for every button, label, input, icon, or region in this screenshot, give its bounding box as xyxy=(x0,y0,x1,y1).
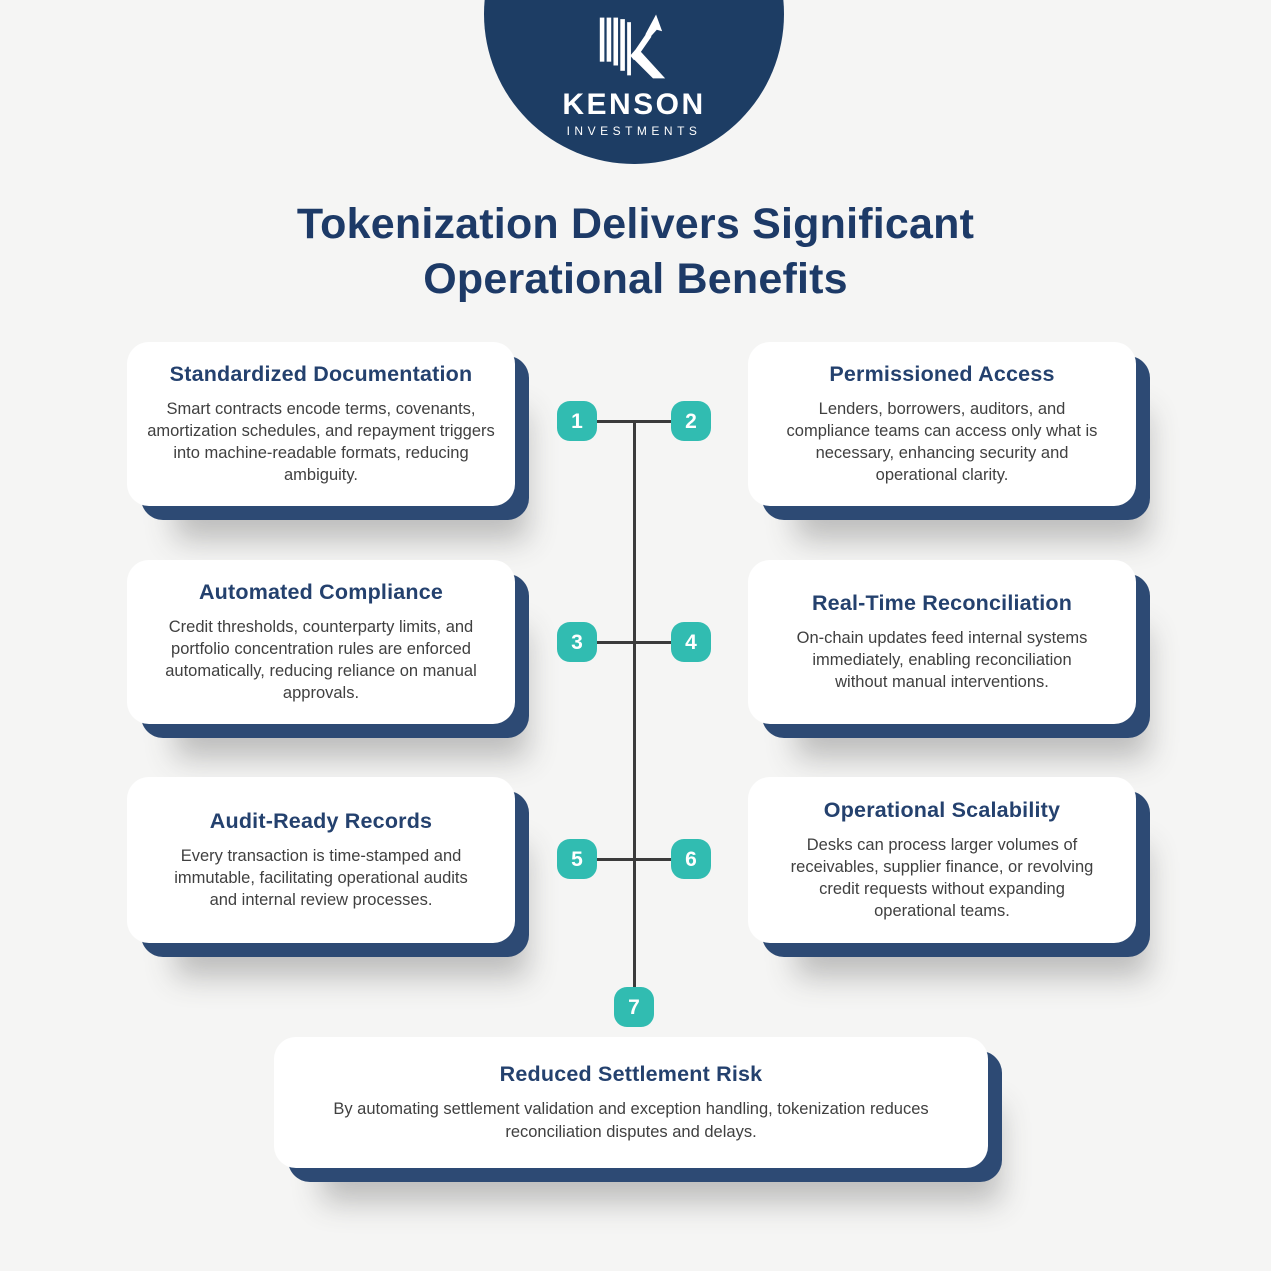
card-body: On-chain updates feed internal systems i… xyxy=(796,628,1088,692)
connector-horizontal-line-row3 xyxy=(595,858,673,861)
brand-logo-circle: KENSON INVESTMENTS xyxy=(484,0,784,164)
page-title: Tokenization Delivers Significant Operat… xyxy=(0,197,1271,307)
benefit-card-permissioned-access: Permissioned Access Lenders, borrowers, … xyxy=(748,342,1136,506)
brand-subtitle: INVESTMENTS xyxy=(566,124,702,138)
step-badge-1: 1 xyxy=(557,401,597,441)
card-title: Permissioned Access xyxy=(829,361,1055,386)
card-title: Reduced Settlement Risk xyxy=(499,1062,763,1087)
step-badge-7: 7 xyxy=(614,987,654,1027)
page-title-line2: Operational Benefits xyxy=(423,255,848,304)
page-title-line1: Tokenization Delivers Significant xyxy=(296,200,975,248)
step-badge-3: 3 xyxy=(557,622,597,662)
step-badge-4: 4 xyxy=(671,622,711,662)
brand-name: KENSON xyxy=(562,88,706,121)
benefit-card-audit-ready-records: Audit-Ready Records Every transaction is… xyxy=(127,777,515,943)
card-title: Automated Compliance xyxy=(198,579,444,604)
benefit-card-operational-scalability: Operational Scalability Desks can proces… xyxy=(748,777,1136,943)
card-body: Smart contracts encode terms, covenants,… xyxy=(147,399,495,485)
card-title: Operational Scalability xyxy=(823,797,1061,822)
benefit-card-standardized-documentation: Standardized Documentation Smart contrac… xyxy=(127,342,515,506)
card-body: By automating settlement validation and … xyxy=(333,1100,929,1141)
step-badge-6: 6 xyxy=(671,839,711,879)
card-title: Standardized Documentation xyxy=(169,361,473,386)
card-body: Every transaction is time-stamped and im… xyxy=(174,846,468,910)
card-body: Credit thresholds, counterparty limits, … xyxy=(165,617,477,703)
card-body: Desks can process larger volumes of rece… xyxy=(790,835,1094,921)
benefit-card-automated-compliance: Automated Compliance Credit thresholds, … xyxy=(127,560,515,724)
step-badge-2: 2 xyxy=(671,401,711,441)
kenson-k-arrow-icon xyxy=(599,14,666,79)
connector-vertical-line xyxy=(633,421,636,988)
card-title: Real-Time Reconciliation xyxy=(811,590,1073,615)
card-body: Lenders, borrowers, auditors, and compli… xyxy=(786,399,1098,485)
card-title: Audit-Ready Records xyxy=(209,808,433,833)
connector-horizontal-line-row2 xyxy=(595,641,673,644)
benefit-card-reduced-settlement-risk: Reduced Settlement Risk By automating se… xyxy=(274,1037,988,1168)
connector-horizontal-line-row1 xyxy=(595,420,673,423)
step-badge-5: 5 xyxy=(557,839,597,879)
benefit-card-real-time-reconciliation: Real-Time Reconciliation On-chain update… xyxy=(748,560,1136,724)
